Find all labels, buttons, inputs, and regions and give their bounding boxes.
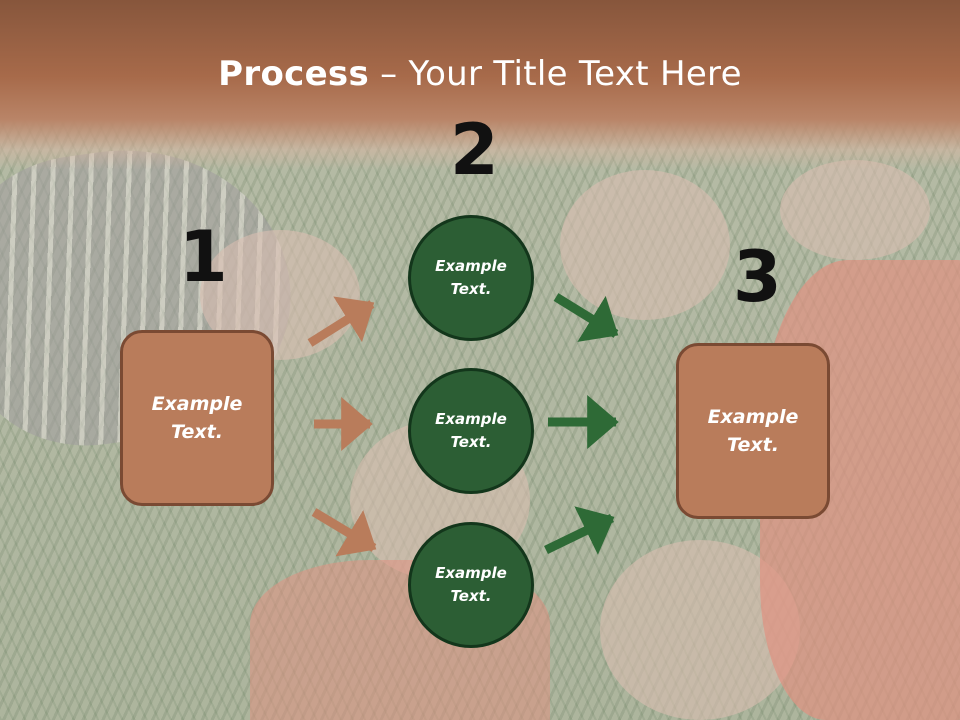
step-number-1: 1 bbox=[179, 216, 228, 298]
right-box-text: Example Text. bbox=[707, 405, 799, 457]
circle-top[interactable]: Example Text. bbox=[408, 215, 534, 341]
left-box-text: Example Text. bbox=[151, 392, 243, 444]
skin-shape bbox=[560, 170, 730, 320]
circle-bottom-text: Example Text. bbox=[435, 563, 507, 605]
skin-shape bbox=[780, 160, 930, 260]
arrow-to-circle-bottom bbox=[311, 508, 377, 557]
right-text-box[interactable]: Example Text. bbox=[676, 343, 830, 519]
step-number-2: 2 bbox=[450, 109, 499, 191]
title-bold: Process bbox=[218, 54, 370, 94]
circle-middle[interactable]: Example Text. bbox=[408, 368, 534, 494]
left-text-box[interactable]: Example Text. bbox=[120, 330, 274, 506]
step-number-3: 3 bbox=[733, 236, 782, 318]
circle-top-text: Example Text. bbox=[435, 256, 507, 298]
circle-middle-text: Example Text. bbox=[435, 409, 507, 451]
slide-title: Process – Your Title Text Here bbox=[0, 54, 960, 94]
title-rest: – Your Title Text Here bbox=[369, 54, 742, 94]
arrow-from-circle-bottom bbox=[544, 506, 615, 555]
arrow-from-circle-top bbox=[553, 293, 619, 342]
arrow-to-circle-top bbox=[307, 296, 375, 347]
circle-bottom[interactable]: Example Text. bbox=[408, 522, 534, 648]
title-band bbox=[0, 0, 960, 170]
